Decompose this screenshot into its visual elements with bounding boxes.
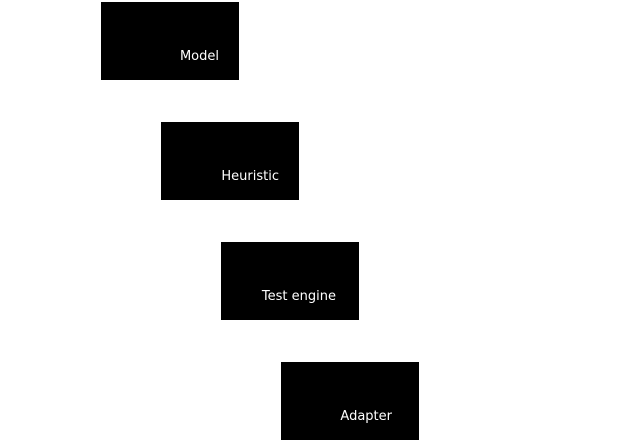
- node-label: Heuristic: [221, 169, 279, 184]
- node-adapter: Adapter: [281, 362, 419, 440]
- node-model: Model: [101, 2, 239, 80]
- node-label: Adapter: [340, 409, 392, 424]
- node-heuristic: Heuristic: [161, 122, 299, 200]
- node-label: Test engine: [261, 289, 336, 304]
- node-test-engine: Test engine: [221, 242, 359, 320]
- node-label: Model: [179, 49, 219, 64]
